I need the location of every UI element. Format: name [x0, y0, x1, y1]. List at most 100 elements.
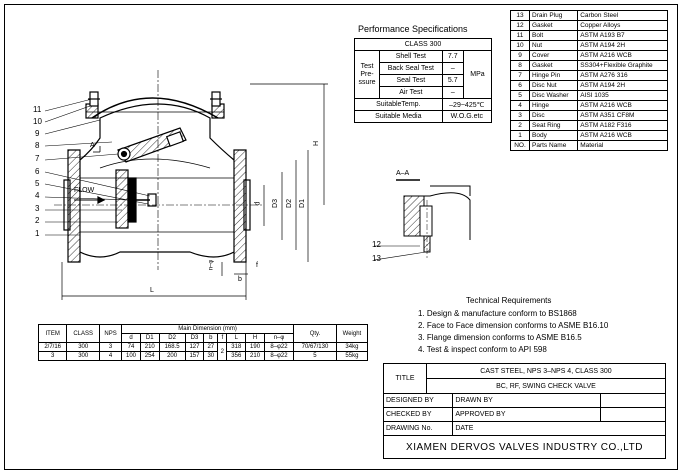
checked-by: CHECKED BY [382, 407, 454, 422]
approved-by: APPROVED BY [452, 407, 601, 422]
dim-cell: 127 [184, 342, 205, 352]
company-name: XIAMEN DERVOS VALVES INDUSTRY CO.,LTD [383, 435, 666, 459]
perf-row-name: Seal Test [379, 74, 443, 87]
perf-media-label: Suitable Media [354, 110, 443, 123]
perf-heading: Performance Specifications [358, 24, 468, 34]
dim-b: b [238, 276, 242, 283]
dim-cell: 210 [139, 342, 160, 352]
dim-cell: 200 [158, 351, 186, 361]
bom-mat: ASTM A216 WCB [577, 50, 668, 61]
dim-cell: 210 [245, 351, 265, 361]
callout-4: 4 [35, 191, 40, 200]
dim-cell: 34kg [335, 342, 369, 352]
title-block: TITLE CAST STEEL, NPS 3–NPS 4, CLASS 300… [382, 363, 666, 459]
perf-row-name: Air Test [379, 86, 443, 99]
perf-row-name: Back Seal Test [379, 62, 443, 75]
dim-cell: 4 [99, 351, 123, 361]
dim-header: ITEM [37, 324, 68, 343]
perf-unit: MPa [462, 50, 493, 99]
dim-d2: D2 [285, 199, 293, 208]
bom-name: Hinge [528, 100, 579, 111]
dim-cell: 3 [99, 342, 123, 352]
dim-cell: 30 [203, 351, 219, 361]
perf-test-pressure: Test Pre-ssure [354, 50, 380, 99]
dimension-lines [61, 83, 328, 300]
bom-no: 6 [510, 80, 530, 91]
perf-row-name: Shell Test [379, 50, 443, 63]
bom-no: 9 [510, 50, 530, 61]
bom-name: Nut [528, 40, 579, 51]
bom-header-name: Parts Name [528, 140, 579, 151]
bom-name: Body [528, 130, 579, 141]
bom-mat: Copper Alloys [577, 20, 668, 31]
callout-leaders [44, 98, 151, 236]
bom-mat: ASTM A216 WCB [577, 100, 668, 111]
tech-item-2: 2. Face to Face dimension conforms to AS… [418, 321, 609, 330]
bom-name: Gasket [528, 60, 579, 71]
dim-cell: 5 [293, 351, 337, 361]
dim-l: L [150, 287, 154, 294]
perf-class: CLASS 300 [354, 38, 492, 51]
section-a-mark: A [90, 142, 95, 149]
bom-name: Cover [528, 50, 579, 61]
perf-temp-value: –29~425℃ [441, 98, 493, 111]
approved-by-value [600, 407, 666, 422]
callout-1: 1 [35, 229, 40, 238]
bom-mat: ASTM A351 CF8M [577, 110, 668, 121]
dim-d3: D3 [271, 199, 279, 208]
bom-no: 10 [510, 40, 530, 51]
bom-mat: AISI 1035 [577, 90, 668, 101]
dim-header: D1 [139, 333, 160, 343]
title-label: TITLE [383, 363, 427, 394]
callout-8: 8 [35, 141, 40, 150]
bom-no: 13 [510, 10, 530, 21]
perf-row-value: – [441, 62, 464, 75]
bom-mat: ASTM A194 2H [577, 80, 668, 91]
perf-temp-label: SuitableTemp. [354, 98, 443, 111]
bom-name: Bolt [528, 30, 579, 41]
perf-row-value: 7.7 [441, 50, 464, 63]
callout-9: 9 [35, 129, 40, 138]
bom-no: 3 [510, 110, 530, 121]
dim-cell: 300 [66, 342, 101, 352]
dim-cell: 8–φ22 [263, 351, 295, 361]
callout-2: 2 [35, 216, 40, 225]
dim-cell: 74 [121, 342, 141, 352]
bom-no: 12 [510, 20, 530, 31]
designed-by: DESIGNED BY [382, 393, 454, 408]
callout-6: 6 [35, 167, 40, 176]
date: DATE [452, 421, 666, 436]
title-line-1: CAST STEEL, NPS 3–NPS 4, CLASS 300 [426, 363, 666, 379]
bom-name: Drain Plug [528, 10, 579, 21]
bom-no: 2 [510, 120, 530, 131]
bom-name: Gasket [528, 20, 579, 31]
dim-header: Qty. [293, 324, 337, 343]
dim-cell: 2 [217, 342, 228, 361]
bom-no: 11 [510, 30, 530, 41]
dim-header: H [245, 333, 265, 343]
callout-12: 12 [372, 240, 381, 249]
bom-name: Seat Ring [528, 120, 579, 131]
dim-cell: 300 [66, 351, 101, 361]
bom-no: 7 [510, 70, 530, 81]
dim-header: Weight [335, 324, 369, 343]
dim-header: D2 [158, 333, 186, 343]
dim-cell: 254 [139, 351, 160, 361]
perf-table: CLASS 300 Test Pre-ssure Shell Test 7.7 … [354, 38, 493, 123]
dim-header: NPS [99, 324, 123, 343]
